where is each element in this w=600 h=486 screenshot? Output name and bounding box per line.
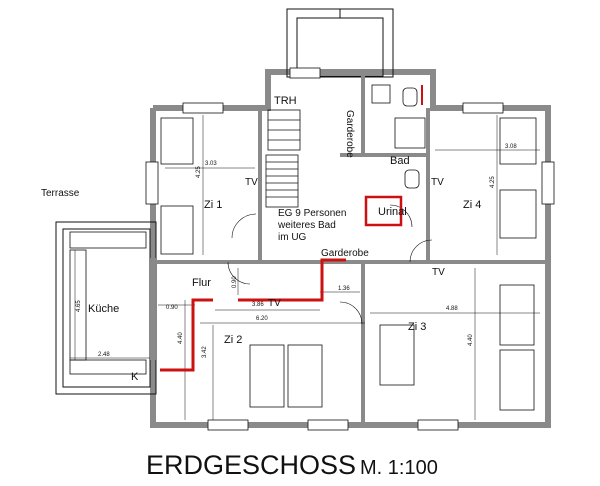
window	[307, 419, 349, 431]
kitchen-fixtures	[69, 231, 147, 375]
room-label-terrasse: Terrasse	[41, 188, 80, 199]
dim-zi2-depth: 4.40	[178, 332, 184, 344]
note-line-3: im UG	[278, 232, 307, 243]
window	[462, 102, 504, 114]
interior-walls	[151, 72, 548, 425]
dim-zi4-depth: 4.25	[490, 176, 496, 188]
bed	[499, 349, 535, 411]
dim-kueche-depth: 4.65	[76, 300, 82, 312]
dim-zi3-depth: 4.40	[468, 334, 474, 346]
dim-flur-vertical: 0.90	[232, 276, 238, 288]
dim-zi1-depth: 4.25	[196, 166, 202, 178]
note-line-1: EG 9 Personen	[278, 208, 346, 219]
dim-flur-run: 3.86	[252, 302, 264, 308]
note-line-2: weiteres Bad	[277, 220, 336, 231]
room-label-zi1: Zi 1	[204, 199, 222, 211]
bed	[287, 344, 323, 408]
dim-flur-left: 0.90	[166, 305, 178, 311]
room-label-garderobe: Garderobe	[344, 110, 355, 158]
dim-zi4-width: 3.08	[505, 144, 517, 150]
dimension-lines	[70, 115, 540, 420]
dim-garderobe: 1.36	[338, 286, 350, 292]
dim-zi2-inner: 3.42	[202, 346, 208, 358]
window	[289, 67, 321, 79]
room-label-flur: Flur	[192, 277, 211, 289]
windows	[145, 67, 555, 431]
dim-zi3-width: 4.88	[446, 306, 458, 312]
room-label-kueche: Küche	[88, 303, 119, 315]
dim-kueche-width: 2.48	[98, 352, 110, 358]
staircase	[265, 109, 301, 208]
room-label-zi2: Zi 2	[224, 334, 242, 346]
tv-label-zi3: TV	[432, 267, 445, 278]
room-label-urinal: Urinal	[378, 206, 407, 218]
bed	[160, 205, 194, 255]
bed	[379, 324, 415, 386]
bed	[499, 284, 535, 346]
room-label-garderobe-flur: Garderobe	[321, 248, 369, 259]
tv-label-zi4: TV	[431, 177, 444, 188]
tv-label-zi1: TV	[245, 177, 258, 188]
entrance-portico	[286, 8, 394, 78]
window	[541, 161, 555, 205]
room-label-zi3: Zi 3	[408, 321, 426, 333]
room-label-trh: TRH	[274, 95, 297, 107]
bed	[249, 344, 285, 408]
kitchen-annex	[55, 221, 157, 395]
room-label-zi4: Zi 4	[463, 199, 481, 211]
bed	[499, 189, 537, 239]
window	[207, 419, 249, 431]
plan-title: ERDGESCHOSS	[146, 450, 356, 480]
window	[417, 419, 459, 431]
tv-label-flur: TV	[268, 298, 281, 309]
bed	[499, 117, 537, 165]
window	[145, 161, 159, 205]
plan-scale: M. 1:100	[360, 457, 438, 479]
room-label-bad: Bad	[390, 155, 410, 167]
room-label-k: K	[131, 371, 139, 383]
bed	[160, 117, 194, 165]
door-swings	[227, 204, 433, 325]
red-highlights	[160, 85, 423, 372]
dim-zi1-width: 3.03	[205, 161, 217, 167]
bathroom-fixtures	[371, 84, 426, 189]
dim-zi2-width: 6.20	[256, 316, 268, 322]
beds	[160, 117, 537, 411]
window	[182, 102, 224, 114]
